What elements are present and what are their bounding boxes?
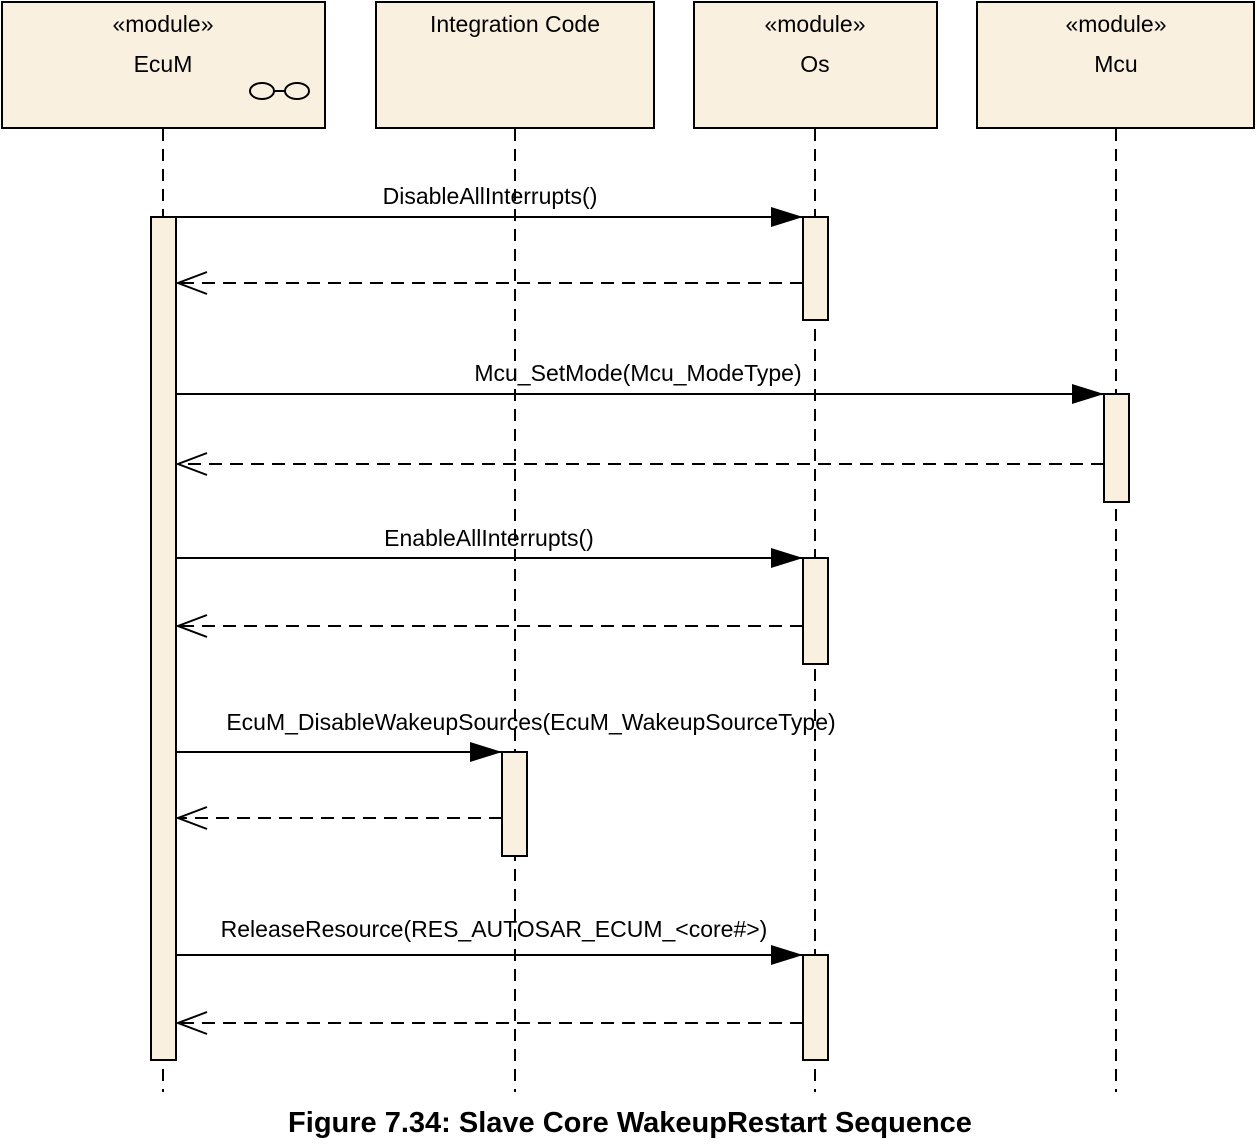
participant-stereotype: «module»	[112, 11, 213, 37]
message-disable-all-interrupts: DisableAllInterrupts()	[175, 183, 803, 295]
activation-integration-code	[501, 751, 528, 857]
activation-os-1	[802, 216, 829, 321]
figure-caption: Figure 7.34: Slave Core WakeupRestart Se…	[288, 1107, 972, 1139]
message-enable-all-interrupts: EnableAllInterrupts()	[175, 525, 803, 638]
participant-name: Os	[800, 51, 829, 77]
participant-mcu: «module» Mcu	[976, 1, 1255, 129]
participant-os: «module» Os	[693, 1, 938, 129]
message-mcu-set-mode: Mcu_SetMode(Mcu_ModeType)	[175, 360, 1104, 476]
participant-name: EcuM	[134, 51, 193, 77]
message-label: DisableAllInterrupts()	[383, 183, 598, 209]
activation-os-2	[802, 557, 829, 665]
participant-ecum: «module» EcuM	[1, 1, 326, 129]
message-label: EnableAllInterrupts()	[384, 525, 594, 551]
participant-stereotype: «module»	[1065, 11, 1166, 37]
subsystem-icon	[249, 82, 310, 100]
message-ecum-disable-wakeup-sources: EcuM_DisableWakeupSources(EcuM_WakeupSou…	[175, 709, 836, 830]
activation-os-3	[802, 954, 829, 1061]
message-label: ReleaseResource(RES_AUTOSAR_ECUM_<core#>…	[221, 916, 768, 942]
participant-name: Mcu	[1094, 51, 1137, 77]
activation-mcu	[1103, 393, 1130, 503]
participant-stereotype: «module»	[764, 11, 865, 37]
message-label: EcuM_DisableWakeupSources(EcuM_WakeupSou…	[226, 709, 835, 735]
message-release-resource: ReleaseResource(RES_AUTOSAR_ECUM_<core#>…	[175, 916, 803, 1035]
message-label: Mcu_SetMode(Mcu_ModeType)	[474, 360, 801, 386]
participant-name: Integration Code	[430, 11, 600, 37]
activation-ecum	[150, 216, 177, 1061]
participant-integration-code: Integration Code	[375, 1, 655, 129]
